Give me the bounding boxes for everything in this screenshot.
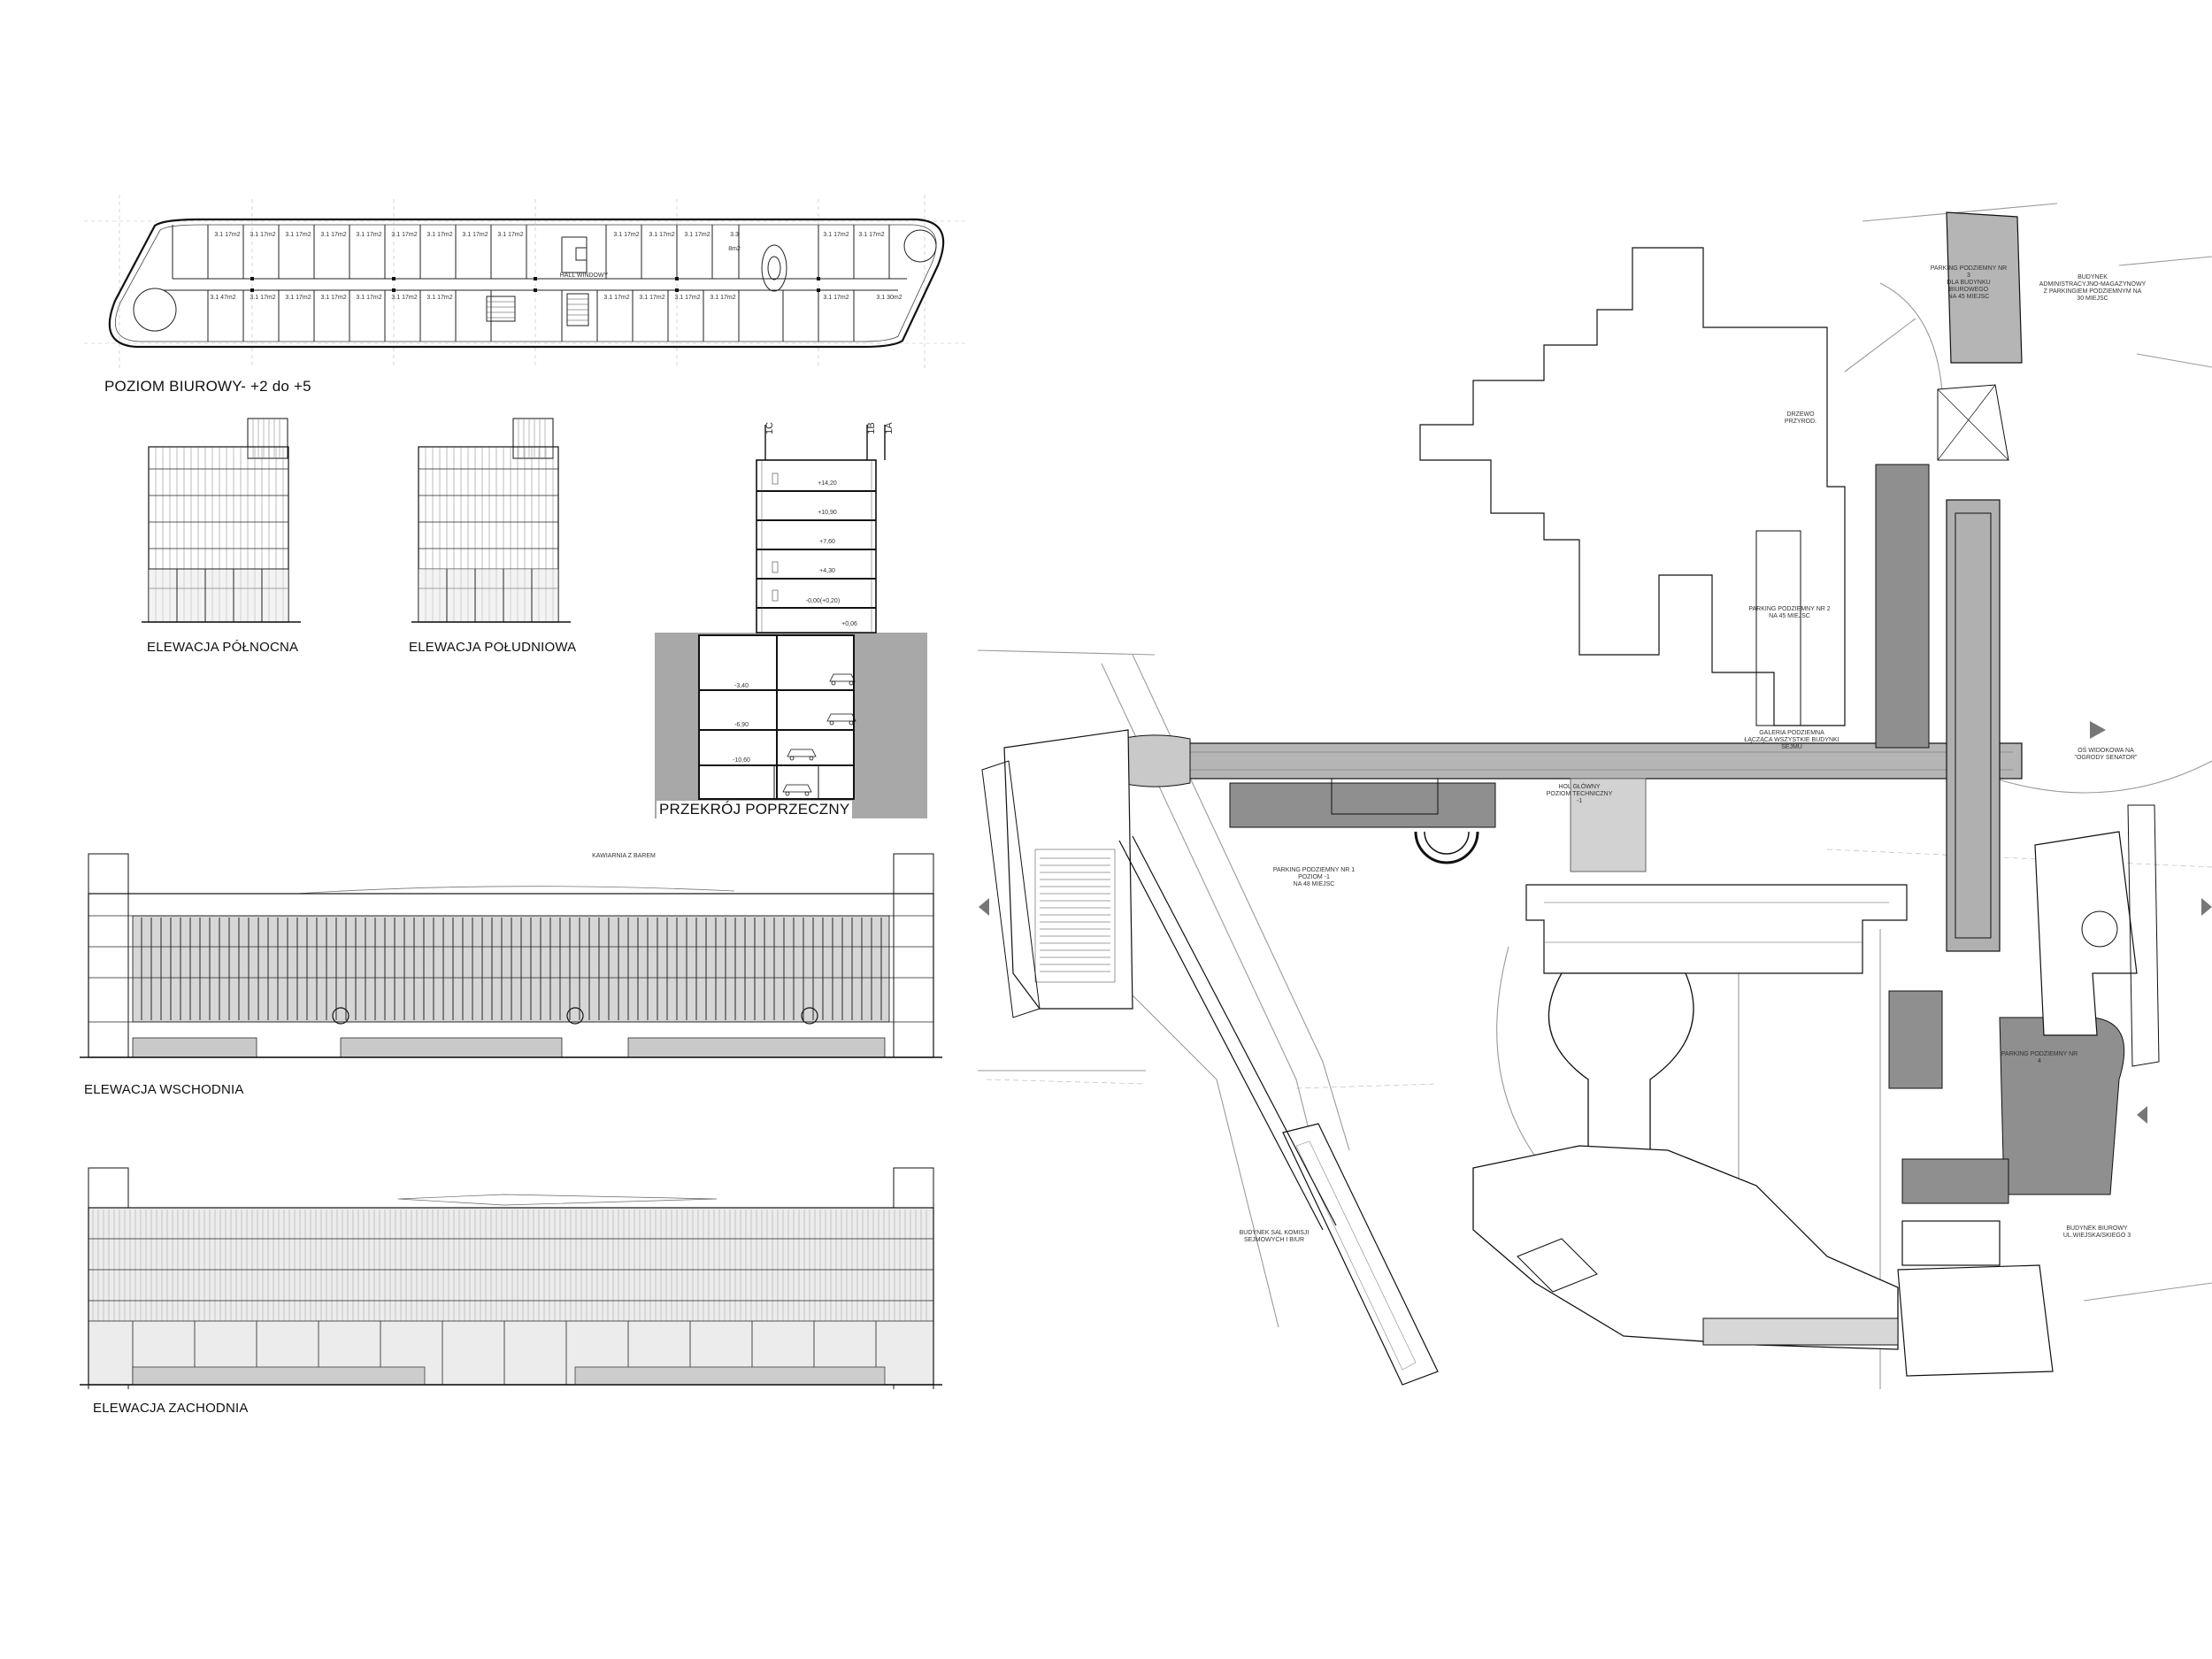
parking-2-label: PARKING PODZIEMNY NR 2 NA 45 MIEJSC xyxy=(1748,606,1831,619)
cross-section-title: PRZEKRÓJ POPRZECZNY xyxy=(657,801,853,818)
hall-label: HALL WINDOWY xyxy=(559,273,609,279)
section-level: -10,60 xyxy=(733,757,750,764)
room-label: 3.1 17m2 xyxy=(391,232,418,238)
west-elevation-title: ELEWACJA ZACHODNIA xyxy=(93,1401,249,1416)
parking-4-label: PARKING PODZIEMNY NR 4 xyxy=(2001,1051,2078,1064)
room-label: 3.1 17m2 xyxy=(426,295,453,301)
section-level: -0,00(+0,20) xyxy=(805,598,841,604)
east-elevation-annotation: KAWIARNIA Z BAREM xyxy=(592,853,656,859)
south-elevation-drawing xyxy=(411,418,571,623)
room-label: 3.1 17m2 xyxy=(497,232,524,238)
committee-building-label: BUDYNEK SAL KOMISJI SEJMOWYCH I BIUR xyxy=(1239,1230,1310,1243)
room-label: 3.1 17m2 xyxy=(823,232,849,238)
hall-note-label: HOL GŁÓWNY POZIOM TECHNICZNY -1 xyxy=(1546,784,1613,804)
section-axis-1a: 1A xyxy=(884,422,895,434)
section-level: +7,60 xyxy=(819,539,835,545)
room-label: 3.1 17m2 xyxy=(320,295,347,301)
floor-plan-title: POZIOM BIUROWY- +2 do +5 xyxy=(104,378,311,395)
room-label: 3.1 17m2 xyxy=(356,232,382,238)
room-label: 3.1 17m2 xyxy=(639,295,665,301)
section-level: -6,90 xyxy=(734,722,749,728)
room-label: 3.1 17m2 xyxy=(250,295,276,301)
section-level: +14,20 xyxy=(818,480,837,487)
section-level: +0,06 xyxy=(841,621,857,627)
room-label-small-area: 8m2 xyxy=(728,246,741,252)
cross-section-drawing xyxy=(655,425,927,818)
east-elevation-drawing xyxy=(80,853,942,1058)
west-elevation-drawing xyxy=(80,1167,942,1389)
parking-3-label: PARKING PODZIEMNY NR 3 DLA BUDYNKU BIURO… xyxy=(1930,265,2008,300)
east-elevation-title: ELEWACJA WSCHODNIA xyxy=(84,1082,244,1097)
room-label: 3.1 17m2 xyxy=(649,232,675,238)
room-label: 3.1 17m2 xyxy=(285,232,311,238)
room-label-end: 3.1 30m2 xyxy=(876,295,902,301)
section-level: -3,40 xyxy=(734,683,749,689)
section-axis-1c: 1C xyxy=(764,421,775,435)
site-plan-drawing xyxy=(978,203,2212,1389)
room-label: 3.1 17m2 xyxy=(603,295,630,301)
room-label: 3.1 17m2 xyxy=(674,295,701,301)
north-elevation-title: ELEWACJA PÓŁNOCNA xyxy=(147,640,299,655)
room-label: 3.1 17m2 xyxy=(391,295,418,301)
office-floor-plan xyxy=(84,195,969,372)
north-elevation-drawing xyxy=(142,418,301,623)
south-elevation-title: ELEWACJA POŁUDNIOWA xyxy=(409,640,577,655)
room-label: 3.1 17m2 xyxy=(613,232,640,238)
room-label: 3.1 17m2 xyxy=(320,232,347,238)
room-label: 3.1 17m2 xyxy=(214,232,241,238)
room-label: 3.1 17m2 xyxy=(710,295,736,301)
room-label: 3.1 17m2 xyxy=(250,232,276,238)
gallery-label: GALERIA PODZIEMNA ŁĄCZĄCA WSZYSTKIE BUDY… xyxy=(1744,730,1839,750)
room-label: 3.1 17m2 xyxy=(823,295,849,301)
office-building-label: BUDYNEK BIUROWY UL.WIEJSKA/SKIEGO 3 xyxy=(2062,1225,2131,1239)
room-label: 3.1 17m2 xyxy=(684,232,710,238)
room-label: 3.1 17m2 xyxy=(426,232,453,238)
room-label: 3.1 17m2 xyxy=(858,232,885,238)
section-level: +4,30 xyxy=(819,568,835,574)
room-label-small: 3.3 xyxy=(730,232,739,238)
room-label: 3.1 17m2 xyxy=(285,295,311,301)
axis-note-label: OŚ WIDOKOWA NA "OGRODY SENATOR" xyxy=(2074,748,2138,761)
room-label-corner: 3.1 47m2 xyxy=(210,295,236,301)
admin-building-label: BUDYNEK ADMINISTRACYJNO-MAGAZYNOWY Z PAR… xyxy=(2039,274,2147,302)
tree-label: DRZEWO PRZYROD. xyxy=(1784,411,1817,425)
parking-1-label: PARKING PODZIEMNY NR 1 POZIOM -1 NA 48 M… xyxy=(1272,867,1356,887)
room-label: 3.1 17m2 xyxy=(462,232,488,238)
section-level: +10,90 xyxy=(818,510,837,516)
section-axis-1b: 1B xyxy=(866,422,877,434)
room-label: 3.1 17m2 xyxy=(356,295,382,301)
